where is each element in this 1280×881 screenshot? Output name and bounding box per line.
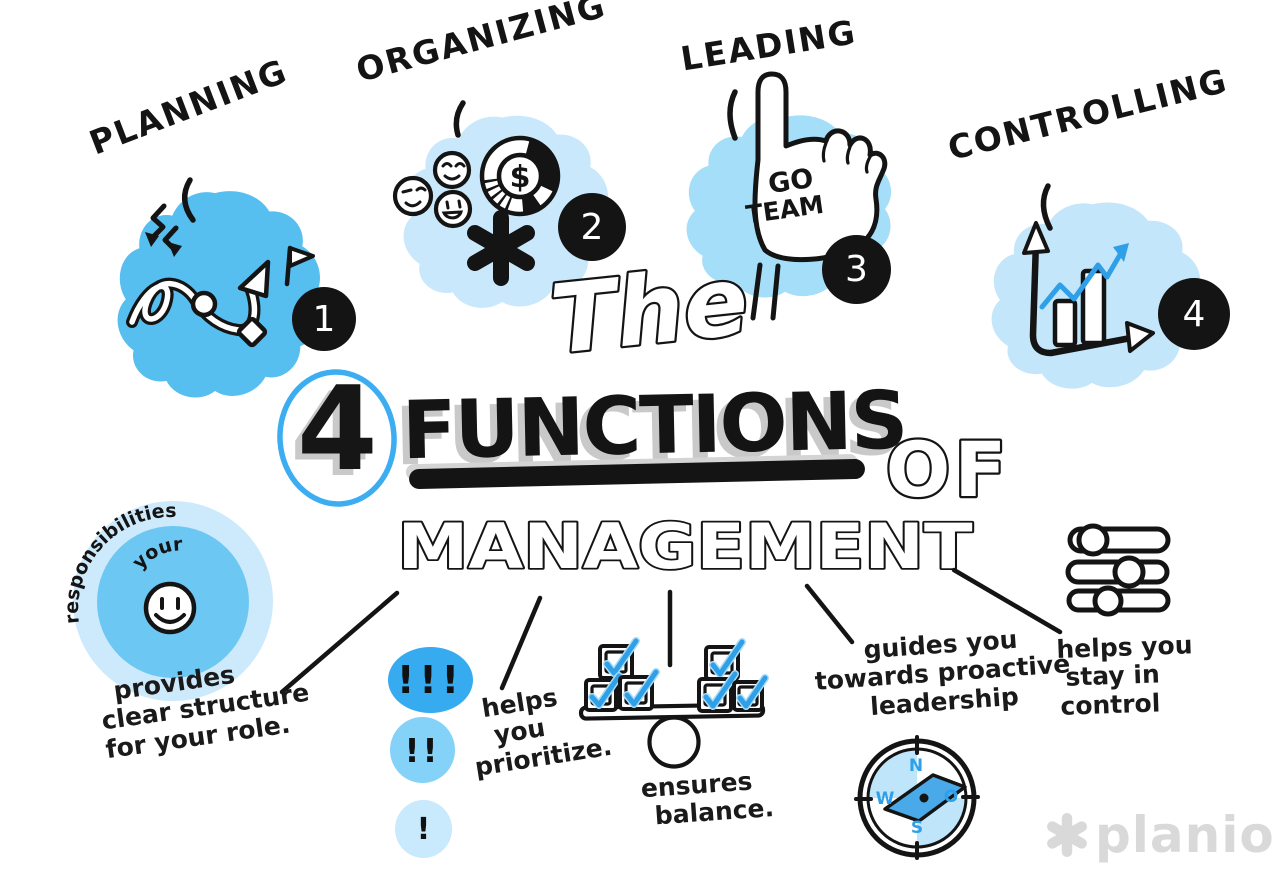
trend-line (1039, 250, 1124, 310)
exclamations-low: ! (416, 811, 431, 847)
slider-knob (1076, 523, 1110, 557)
foam-finger-icon: GO TEAM (744, 71, 888, 321)
checkbox-block (704, 638, 746, 681)
balance-fulcrum (647, 715, 701, 769)
planning-node-circle (190, 290, 218, 318)
compass-n: N (909, 756, 923, 776)
title-functions: FUNCTIONS (401, 373, 908, 478)
planning-arrowhead-icon (237, 259, 271, 299)
controlling-label: CONTROLLING (944, 60, 1232, 168)
svg-text:The: The (546, 246, 753, 376)
compass-o: O (944, 787, 958, 807)
line-to-leadership (804, 583, 855, 645)
caption-stay-in-control: helps you stay in control (1055, 630, 1195, 721)
slider-knob (1092, 585, 1124, 617)
line-to-prioritize (499, 595, 543, 691)
badge-1-number: 1 (312, 298, 336, 340)
badge-1: 1 (292, 287, 356, 351)
title-of: OF (883, 423, 1008, 517)
dollar-sign: $ (510, 160, 531, 195)
priority-blob-low: ! (395, 800, 452, 858)
exclamations-high: !!! (397, 658, 464, 702)
compass-s: S (911, 818, 923, 838)
planning-flag-icon (288, 246, 315, 268)
compass-w: W (876, 789, 895, 809)
compass-ticks (854, 735, 980, 860)
organizing-label: ORGANIZING (352, 0, 611, 90)
compass-icon: N W O S (854, 735, 980, 860)
badge-4: 4 (1158, 278, 1230, 350)
planning-node-diamond (236, 316, 268, 348)
title-the: The (544, 244, 756, 378)
foam-finger-text-go: GO (766, 163, 815, 200)
responsibilities-smiley-icon (143, 581, 197, 635)
badge-2-number: 2 (580, 206, 604, 248)
badge-3: 3 (822, 235, 891, 304)
checkbox-block (732, 674, 769, 712)
budget-donut-chart-icon: $ (479, 135, 561, 217)
trend-arrowhead-icon (1113, 243, 1129, 262)
planio-asterisk-icon (1047, 812, 1087, 858)
title-management: MANAGEMENT (396, 508, 975, 585)
svg-text:MANAGEMENT: MANAGEMENT (398, 510, 973, 583)
planning-route-icon (126, 203, 315, 348)
leading-doodle: GO TEAM (686, 71, 892, 321)
planio-wordmark: planio (1095, 806, 1275, 864)
caption-line: control (1059, 687, 1161, 721)
badge-2: 2 (558, 193, 626, 261)
planio-logo: planio (1046, 810, 1275, 860)
controlling-doodle (991, 202, 1201, 389)
checkbox-block (697, 670, 739, 713)
asterisk-flower-icon (467, 210, 535, 286)
title-number-4: 4 (297, 362, 378, 497)
caption-balance: ensures balance. (630, 766, 775, 832)
sliders-icon (1065, 523, 1171, 617)
badge-4-number: 4 (1182, 293, 1206, 335)
checkbox-block (584, 672, 623, 712)
title-number-circle (277, 369, 397, 507)
growth-chart-icon (1022, 221, 1155, 357)
checkbox-block (618, 668, 660, 711)
slider-knob (1112, 555, 1146, 589)
caption-line: helps you (1055, 630, 1193, 664)
organizing-doodle: $ (392, 115, 609, 308)
priority-blob-high: !!! (388, 647, 473, 713)
badge-3-number: 3 (845, 249, 868, 290)
caption-line: stay in (1064, 659, 1161, 692)
planning-doodle (117, 191, 320, 398)
planning-label: PLANNING (84, 51, 294, 163)
svg-text:OF: OF (886, 425, 1011, 514)
caption-proactive-leadership: guides you towards proactive leadership (812, 622, 1073, 724)
responsibilities-badge: your responsibilities (61, 500, 273, 701)
balance-scale-icon (578, 637, 769, 769)
exclamations-mid: !! (404, 730, 441, 770)
caption-line: balance. (653, 793, 775, 831)
priority-blob-mid: !! (390, 717, 455, 783)
team-smileys-icon (392, 150, 473, 229)
